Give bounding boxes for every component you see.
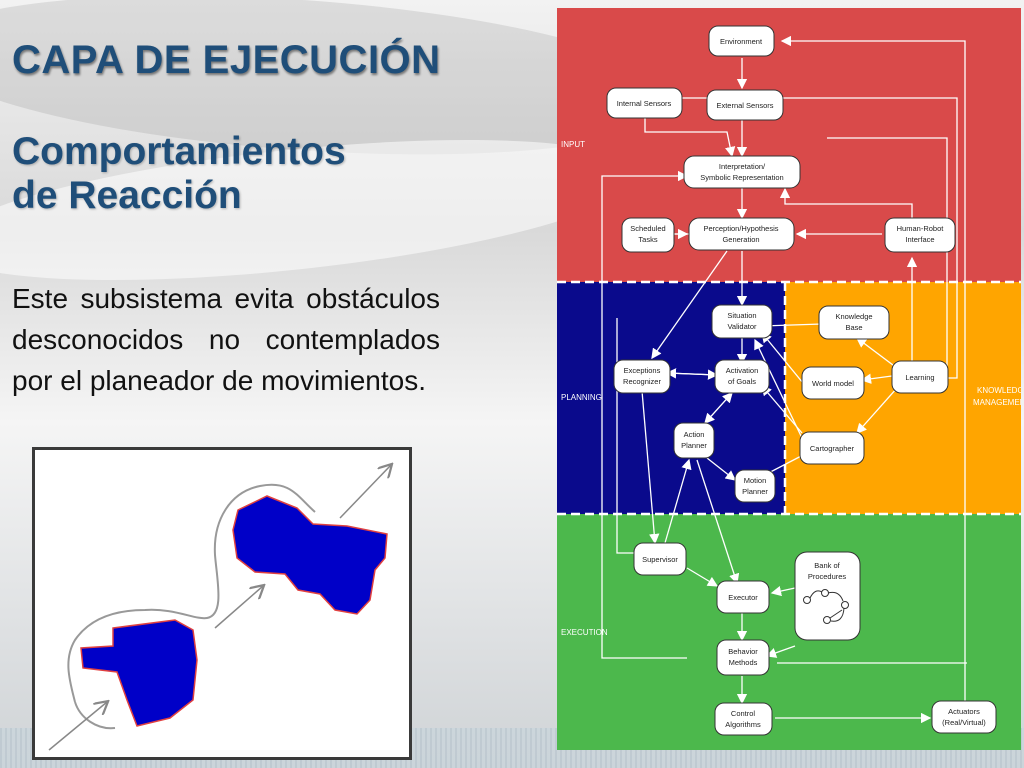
- procedures-graph-icon: [803, 589, 849, 624]
- region-label-planning: PLANNING: [561, 393, 602, 402]
- node-action-planner: [673, 422, 715, 459]
- avoidance-path: [67, 483, 316, 703]
- label-hri-2: Interface: [905, 235, 934, 244]
- subtitle-line-2: de Reacción: [12, 174, 242, 217]
- slide-subtitle: Comportamientos de Reacción: [12, 130, 432, 218]
- region-label-knowledge-2: MANAGEMENT: [973, 398, 1021, 407]
- label-situation-1: Situation: [727, 311, 756, 320]
- subtitle-line-1: Comportamientos: [12, 130, 346, 173]
- label-external-sensors: External Sensors: [716, 101, 773, 110]
- node-cartographer: [799, 431, 865, 465]
- arrow-end: [339, 465, 391, 519]
- node-activation-goals: [714, 359, 770, 394]
- region-label-knowledge-1: KNOWLEDGE: [977, 386, 1021, 395]
- node-human-robot-interface: [884, 217, 956, 253]
- label-activation-1: Activation: [726, 366, 759, 375]
- label-action-1: Action: [684, 430, 705, 439]
- architecture-diagram: INPUT PLANNING KNOWLEDGE MANAGEMENT EXEC…: [557, 8, 1021, 750]
- label-scheduled-1: Scheduled: [630, 224, 665, 233]
- label-interpretation-1: Interpretation/: [719, 162, 766, 171]
- label-supervisor: Supervisor: [642, 555, 678, 564]
- arrow-middle: [214, 586, 263, 629]
- node-environment: [708, 25, 775, 57]
- label-behavior-2: Methods: [729, 658, 758, 667]
- node-motion-planner: [734, 469, 776, 503]
- label-internal-sensors: Internal Sensors: [617, 99, 672, 108]
- node-world-model: [801, 366, 865, 400]
- label-bank-1: Bank of: [814, 561, 840, 570]
- obstacle-avoidance-figure: [32, 447, 412, 760]
- label-cartographer: Cartographer: [810, 444, 855, 453]
- node-external-sensors: [706, 89, 784, 121]
- label-actuators-1: Actuators: [948, 707, 980, 716]
- node-actuators: [931, 700, 997, 734]
- label-executor: Executor: [728, 593, 758, 602]
- label-exceptions-1: Exceptions: [624, 366, 661, 375]
- node-internal-sensors: [606, 87, 683, 119]
- label-action-2: Planner: [681, 441, 707, 450]
- slide-body-text: Este subsistema evita obstáculos descono…: [12, 283, 440, 396]
- obstacle-small: [80, 619, 198, 727]
- node-control-algorithms: [714, 702, 773, 736]
- label-situation-2: Validator: [727, 322, 757, 331]
- label-environment: Environment: [720, 37, 763, 46]
- label-motion-1: Motion: [744, 476, 767, 485]
- label-world-model: World model: [812, 379, 854, 388]
- node-situation-validator: [711, 304, 773, 339]
- label-motion-2: Planner: [742, 487, 768, 496]
- label-interpretation-2: Symbolic Representation: [700, 173, 783, 182]
- label-behavior-1: Behavior: [728, 647, 758, 656]
- region-label-input: INPUT: [561, 140, 585, 149]
- label-bank-2: Procedures: [808, 572, 847, 581]
- label-control-2: Algorithms: [725, 720, 761, 729]
- slide-title: CAPA DE EJECUCIÓN: [12, 38, 441, 82]
- label-hri-1: Human-Robot: [897, 224, 945, 233]
- avoidance-path-end: [74, 701, 116, 730]
- label-learning: Learning: [905, 373, 934, 382]
- obstacle-large: [232, 495, 388, 615]
- node-exceptions-recognizer: [613, 359, 671, 394]
- node-learning: [891, 360, 949, 394]
- node-executor: [716, 580, 770, 614]
- label-scheduled-2: Tasks: [638, 235, 657, 244]
- node-behavior-methods: [716, 639, 770, 676]
- label-exceptions-2: Recognizer: [623, 377, 661, 386]
- node-interpretation: [683, 155, 801, 189]
- label-activation-2: of Goals: [728, 377, 756, 386]
- node-knowledge-base: [818, 305, 890, 340]
- node-scheduled-tasks: [621, 217, 675, 253]
- label-knowledge-2: Base: [845, 323, 862, 332]
- obstacle-avoidance-drawing: [48, 450, 409, 751]
- node-perception: [688, 217, 795, 251]
- label-actuators-2: (Real/Virtual): [942, 718, 986, 727]
- label-control-1: Control: [731, 709, 756, 718]
- label-perception-1: Perception/Hypothesis: [703, 224, 778, 233]
- node-supervisor: [633, 542, 687, 576]
- arrow-start: [48, 702, 107, 751]
- label-knowledge-1: Knowledge: [835, 312, 872, 321]
- region-label-execution: EXECUTION: [561, 628, 608, 637]
- label-perception-2: Generation: [722, 235, 759, 244]
